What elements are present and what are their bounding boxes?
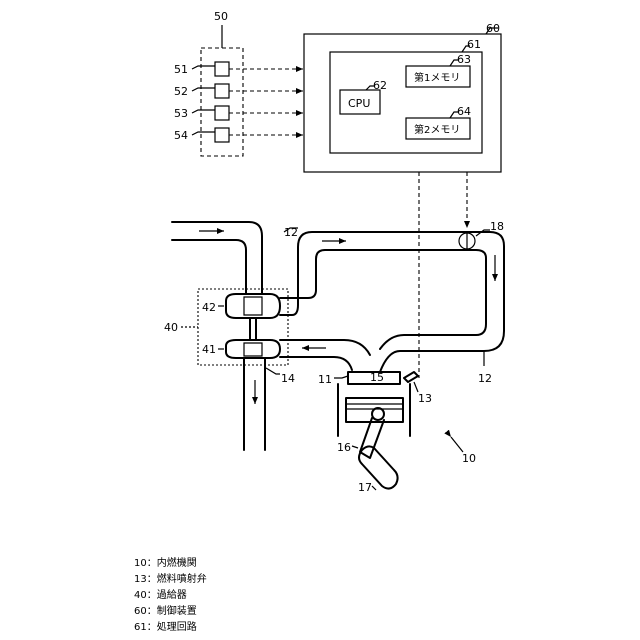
engine-ref: 11: [318, 373, 332, 386]
pipe-top-ref: 12: [284, 226, 298, 239]
crankshaft-leader: [372, 486, 376, 490]
control-unit: 60 61 CPU 62 第1メモリ 63 第2メモリ 64: [304, 22, 501, 172]
turbine-ref: 41: [202, 343, 216, 356]
legend-item-control-unit: 60：制御装置: [134, 604, 207, 620]
sensor-52: [215, 84, 229, 98]
sensor-53-leader: [192, 110, 215, 113]
sensor-53-ref: 53: [174, 107, 188, 120]
cpu-label: CPU: [348, 97, 370, 110]
sensor-54-ref: 54: [174, 129, 188, 142]
crankshaft-ref: 17: [358, 481, 372, 494]
combustion-chamber-ref: 15: [370, 371, 384, 384]
legend-item-processing-circuit: 61：処理回路: [134, 620, 207, 636]
control-unit-ref: 60: [486, 22, 500, 35]
engine-system-ref: 10: [462, 452, 476, 465]
fuel-injector: [404, 372, 418, 382]
sensor-51: [215, 62, 229, 76]
piston-pin: [372, 408, 384, 420]
connecting-rod-leader: [352, 446, 358, 448]
turbine-wheel: [244, 343, 262, 356]
sensor-53: [215, 106, 229, 120]
sensor-group: 50 51 52 53 54: [174, 10, 303, 156]
fuel-injector-leader: [414, 382, 418, 392]
pipe-right-ref: 12: [478, 372, 492, 385]
sensor-54: [215, 128, 229, 142]
turbocharger: 40 42 41: [164, 289, 288, 365]
sensor-51-leader: [192, 66, 215, 69]
legend-item-fuel-injector: 13：燃料噴射弁: [134, 572, 207, 588]
second-memory-ref: 64: [457, 105, 471, 118]
cpu-ref: 62: [373, 79, 387, 92]
legend-item-turbocharger: 40：過給器: [134, 588, 207, 604]
second-memory-label: 第2メモリ: [414, 123, 460, 136]
exhaust-outlet-ref: 14: [281, 372, 295, 385]
sensor-52-ref: 52: [174, 85, 188, 98]
compressor-ref: 42: [202, 301, 216, 314]
sensor-54-leader: [192, 132, 215, 135]
compressor-wheel: [244, 297, 262, 315]
engine-leader: [334, 376, 348, 378]
charge-pipe-outer: [280, 232, 504, 372]
first-memory-ref: 63: [457, 53, 471, 66]
turbocharger-ref: 40: [164, 321, 178, 334]
fuel-injector-ref: 13: [418, 392, 432, 405]
control-unit-box: [304, 34, 501, 172]
engine-system-arrow: [451, 437, 463, 452]
connecting-rod: [360, 418, 384, 458]
legend-item-engine: 10：内燃機関: [134, 556, 207, 572]
sensor-group-box: [201, 48, 243, 156]
sensor-51-ref: 51: [174, 63, 188, 76]
throttle-valve-ref: 18: [490, 220, 504, 233]
reference-legend: 10：内燃機関 13：燃料噴射弁 40：過給器 60：制御装置 61：処理回路: [134, 556, 207, 636]
processing-circuit-ref: 61: [467, 38, 481, 51]
exhaust-pipe-inner: [280, 357, 352, 370]
sensor-52-leader: [192, 88, 215, 91]
intake-pipe-inner: [172, 240, 246, 293]
first-memory-label: 第1メモリ: [414, 71, 460, 84]
exhaust-outlet-leader: [266, 368, 280, 374]
connecting-rod-ref: 16: [337, 441, 351, 454]
charge-pipe-inner: [280, 250, 486, 349]
intake-pipe-outer: [172, 222, 262, 293]
sensor-group-ref: 50: [214, 10, 228, 23]
